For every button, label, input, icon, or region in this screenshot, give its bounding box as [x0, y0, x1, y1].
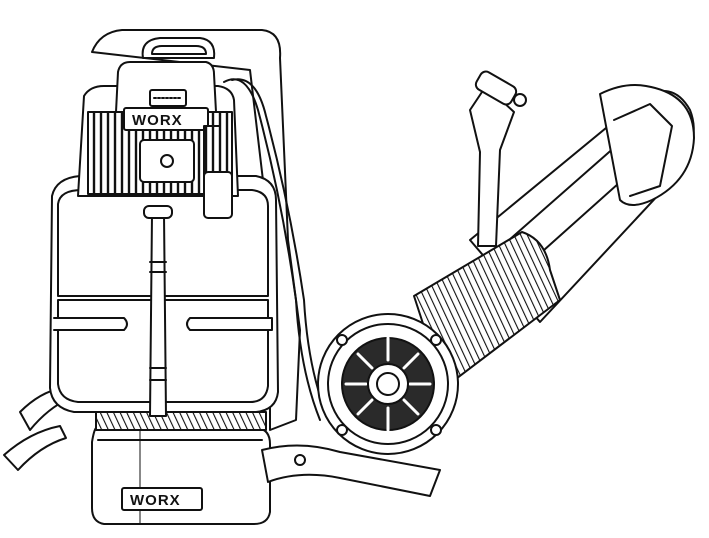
- control-handle: [469, 85, 515, 247]
- elbow-tube: [261, 444, 441, 497]
- fan-grille: [344, 336, 432, 432]
- handle-bar: [149, 213, 167, 417]
- hose-cable: [223, 78, 321, 421]
- battery-pack: [115, 61, 217, 113]
- battery-logo: WORX: [132, 112, 183, 129]
- back-frame: [91, 29, 301, 431]
- flex-hose: [413, 231, 561, 389]
- base-logo: WORX: [130, 492, 181, 509]
